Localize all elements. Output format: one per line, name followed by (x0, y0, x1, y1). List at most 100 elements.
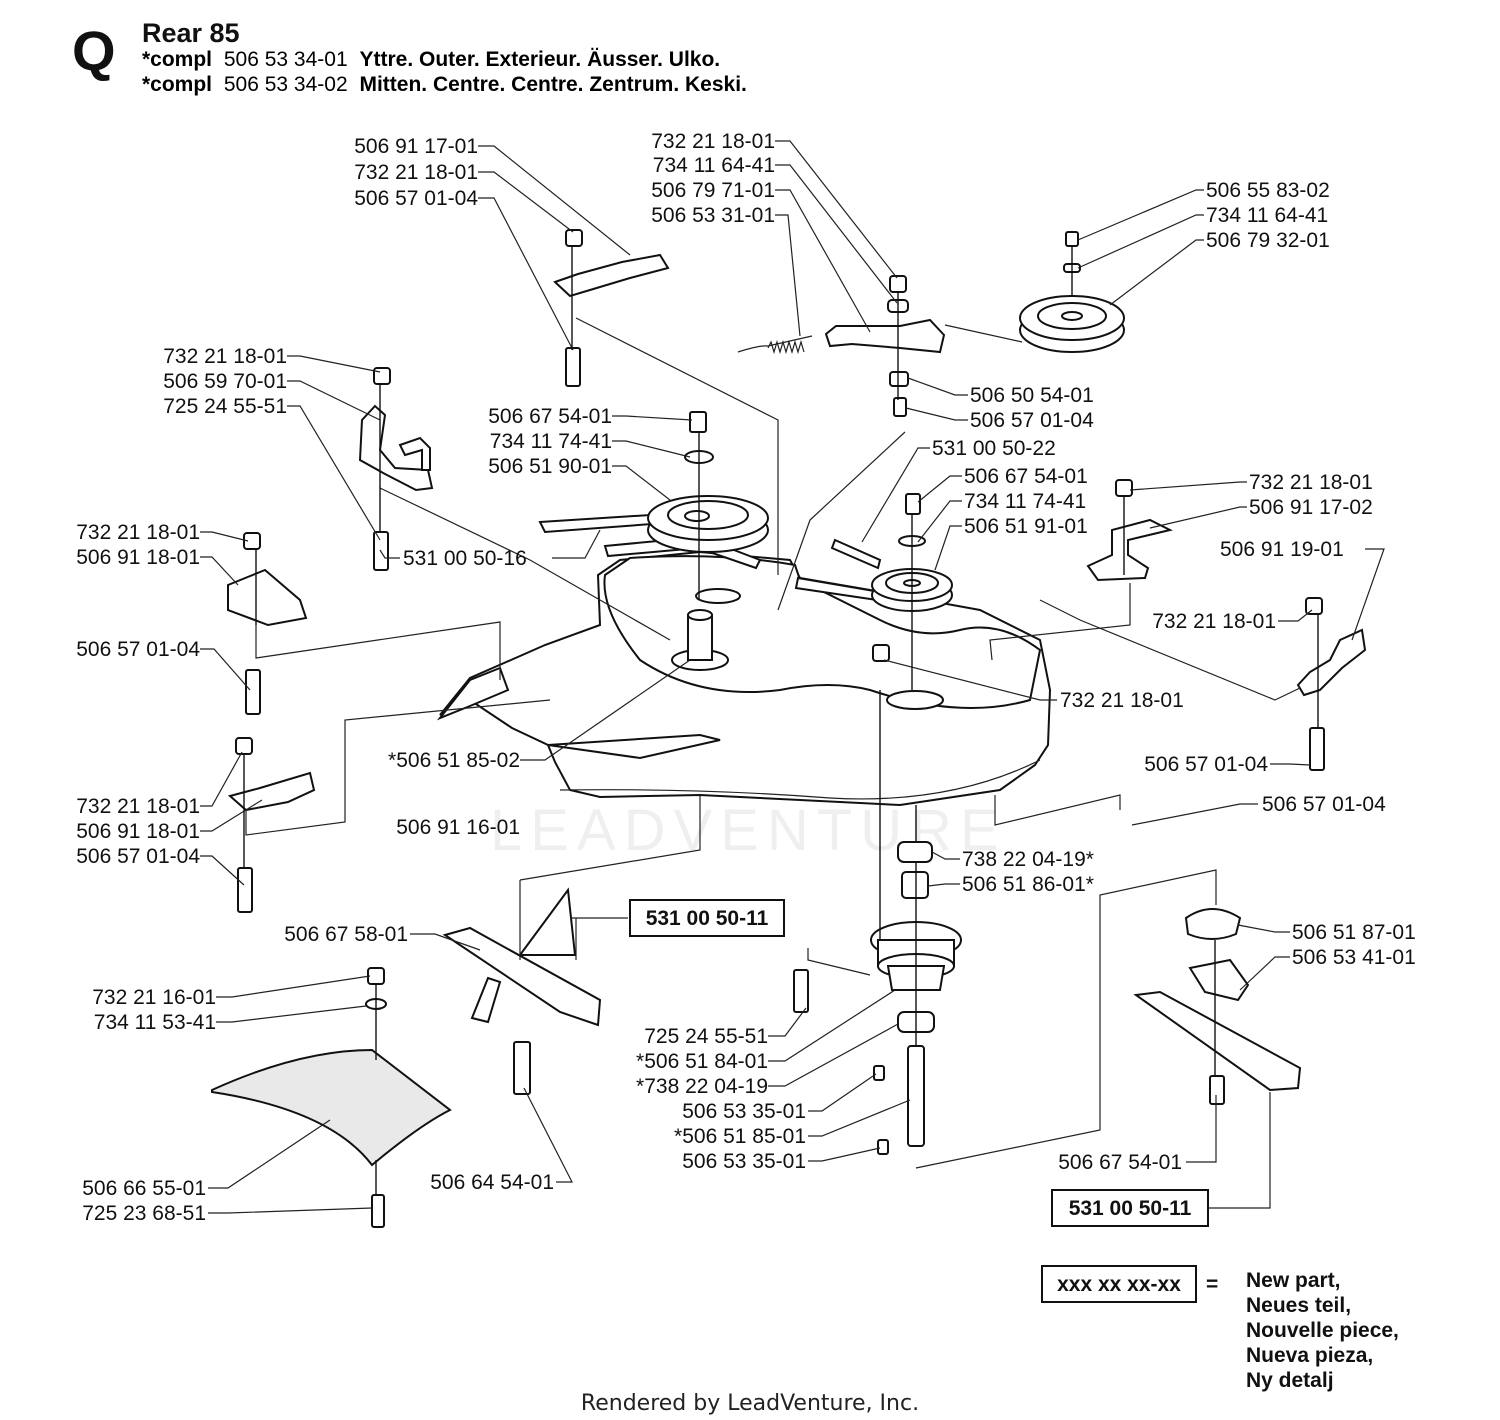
leader-lines (200, 140, 1385, 1214)
nut-far-right-bracket (1305, 597, 1323, 615)
bracket-right (1086, 518, 1173, 582)
legend-symbol: xxx xx xx-xx (1057, 1273, 1181, 1296)
callout-label: 506 59 70-01 (163, 370, 287, 393)
callout-label: 732 21 16-01 (92, 986, 216, 1009)
bolt-tension-arm (893, 397, 907, 417)
bolt-right-blade (1209, 1075, 1225, 1105)
nut-left-lower-bracket (235, 737, 253, 755)
bushing-tension-arm (889, 371, 909, 387)
callout-label: 506 91 18-01 (76, 546, 200, 569)
header-line-1-desc: Yttre. Outer. Exterieur. Äusser. Ulko. (359, 48, 720, 71)
blade-right (1133, 990, 1302, 1092)
header-line-1: *compl 506 53 34-01 Yttre. Outer. Exteri… (142, 48, 720, 71)
callout-label: 506 57 01-04 (76, 638, 200, 661)
callout-label: 506 91 17-02 (1249, 496, 1373, 519)
header-line-2-desc: Mitten. Centre. Centre. Zentrum. Keski. (359, 73, 746, 96)
callout-label: 732 21 18-01 (354, 161, 478, 184)
callout-label: 506 50 54-01 (970, 384, 1094, 407)
seal-right-spindle (1184, 908, 1242, 940)
callout-label: 725 23 68-51 (82, 1202, 206, 1225)
nut-left-upper-bracket (243, 532, 261, 550)
callout-label: 734 11 74-41 (964, 490, 1086, 513)
blade-left-fin-lower (470, 976, 502, 1024)
callout-label: 506 51 86-01* (962, 873, 1094, 896)
bolt-top-left-bracket (565, 347, 581, 387)
callout-label: 506 64 54-01 (430, 1171, 554, 1194)
nut-hook-bracket (373, 367, 391, 385)
callout-label: 506 53 31-01 (651, 204, 775, 227)
callout-label: 506 57 01-04 (76, 845, 200, 868)
callout-label: 506 51 90-01 (488, 455, 612, 478)
callout-label: 734 11 74-41 (490, 430, 612, 453)
callout-label: 506 91 16-01 (396, 816, 520, 839)
callout-label: 506 67 54-01 (488, 405, 612, 428)
callout-label: 732 21 18-01 (163, 345, 287, 368)
bracket-hook-top (398, 436, 431, 471)
callout-label: 734 11 53-41 (94, 1011, 216, 1034)
legend-line: New part, (1246, 1269, 1341, 1292)
bolt-far-right-bracket (1309, 727, 1325, 771)
callout-label: *506 51 85-02 (388, 749, 520, 772)
boxed-part-right: 531 00 50-11 (1051, 1189, 1209, 1227)
blade-left-fin (518, 887, 577, 956)
callout-label: 506 53 35-01 (682, 1100, 806, 1123)
callout-label: 732 21 18-01 (1152, 610, 1276, 633)
callout-labels: 506 91 17-01 732 21 18-01 506 57 01-04 7… (76, 130, 1416, 1225)
callout-label: 506 57 01-04 (970, 409, 1094, 432)
boxed-part-number: 531 00 50-11 (1069, 1197, 1192, 1220)
pulley-top-right (1019, 295, 1125, 353)
page-title: Rear 85 (142, 18, 240, 48)
callout-label: 734 11 64-41 (653, 154, 775, 177)
tension-arm (824, 318, 946, 354)
callout-label: 732 21 18-01 (651, 130, 775, 153)
header-line-2-prefix: *compl (142, 73, 212, 96)
boxed-part-left: 531 00 50-11 (629, 899, 785, 937)
nut-deck-right (872, 644, 890, 662)
callout-label: 506 91 19-01 (1220, 538, 1344, 561)
footer-credit: Rendered by LeadVenture, Inc. (581, 1391, 919, 1416)
callout-label: 734 11 64-41 (1206, 204, 1328, 227)
callout-label: 725 24 55-51 (644, 1025, 768, 1048)
assembly-axes (243, 245, 1319, 1195)
tension-spring (737, 335, 813, 355)
nut-top-left-bracket (565, 229, 583, 247)
callout-label: 738 22 04-19* (962, 848, 1094, 871)
legend-line: Nueva pieza, (1246, 1344, 1373, 1367)
bolt-right-pulley (905, 493, 921, 515)
callout-label: 506 57 01-04 (354, 187, 478, 210)
nut-right-bracket (1115, 479, 1133, 497)
pulley-left (647, 495, 769, 553)
deflector-shield (211, 1048, 452, 1167)
section-letter: Q (72, 19, 116, 82)
callout-label: 506 57 01-04 (1262, 793, 1386, 816)
header-line-1-prefix: *compl (142, 48, 212, 71)
bracket-top-left (553, 253, 670, 298)
header-line-2-number: 506 53 34-02 (224, 73, 348, 96)
legend-line: Nouvelle piece, (1246, 1319, 1399, 1342)
callout-label: 506 79 71-01 (651, 179, 775, 202)
bolt-deflector (371, 1194, 385, 1228)
bolt-spindle-left (793, 969, 809, 1013)
callout-label: 506 66 55-01 (82, 1177, 206, 1200)
callout-label: 506 67 58-01 (284, 923, 408, 946)
callout-label: 506 79 32-01 (1206, 229, 1330, 252)
callout-label: 506 53 41-01 (1292, 946, 1416, 969)
callout-label: 732 21 18-01 (1249, 471, 1373, 494)
callout-label: 506 55 83-02 (1206, 179, 1330, 202)
callout-label: 506 67 54-01 (964, 465, 1088, 488)
callout-label: 506 51 87-01 (1292, 921, 1416, 944)
center-spindle (671, 609, 729, 671)
header-line-1-number: 506 53 34-01 (224, 48, 348, 71)
callout-label: 732 21 18-01 (76, 521, 200, 544)
legend: xxx xx xx-xx = New part, Neues teil, Nou… (1041, 1265, 1399, 1392)
boxed-part-number: 531 00 50-11 (646, 907, 769, 930)
legend-equals: = (1206, 1273, 1218, 1296)
legend-line: Ny detalj (1246, 1369, 1334, 1392)
belt-left (538, 513, 654, 534)
callout-label: 506 91 18-01 (76, 820, 200, 843)
callout-label: *506 51 85-01 (674, 1125, 806, 1148)
blade-left (442, 926, 602, 1027)
callout-label: 732 21 18-01 (76, 795, 200, 818)
callout-label: *506 51 84-01 (636, 1050, 768, 1073)
